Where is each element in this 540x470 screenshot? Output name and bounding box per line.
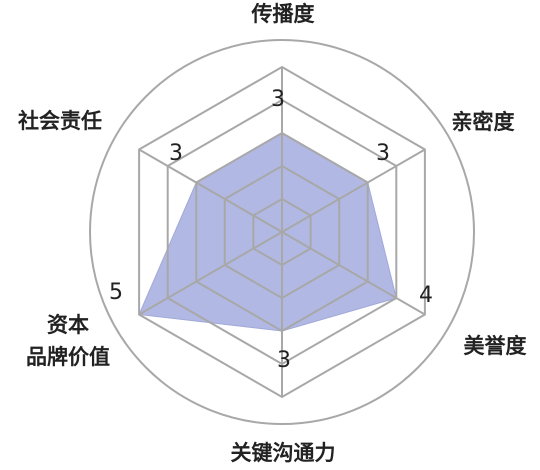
axis-label: 关键沟通力 [231,441,336,465]
value-label: 3 [271,87,285,112]
axis-spoke [138,148,283,233]
axis-label: 传播度 [251,2,315,26]
axis-label: 资本 [47,313,89,337]
axis-spoke [138,231,283,316]
axis-spoke [281,231,426,316]
outer-circle [89,39,475,425]
axis-label: 品牌价值 [26,345,110,369]
value-label: 5 [109,280,123,305]
axis-label: 亲密度 [452,110,515,134]
value-label: 4 [419,283,433,308]
axis-spoke [281,148,426,233]
axis-label: 社会责任 [17,109,102,133]
value-label: 3 [277,348,291,373]
value-label: 3 [169,141,183,166]
axis-label: 美誉度 [464,334,527,358]
value-label: 3 [376,141,390,166]
